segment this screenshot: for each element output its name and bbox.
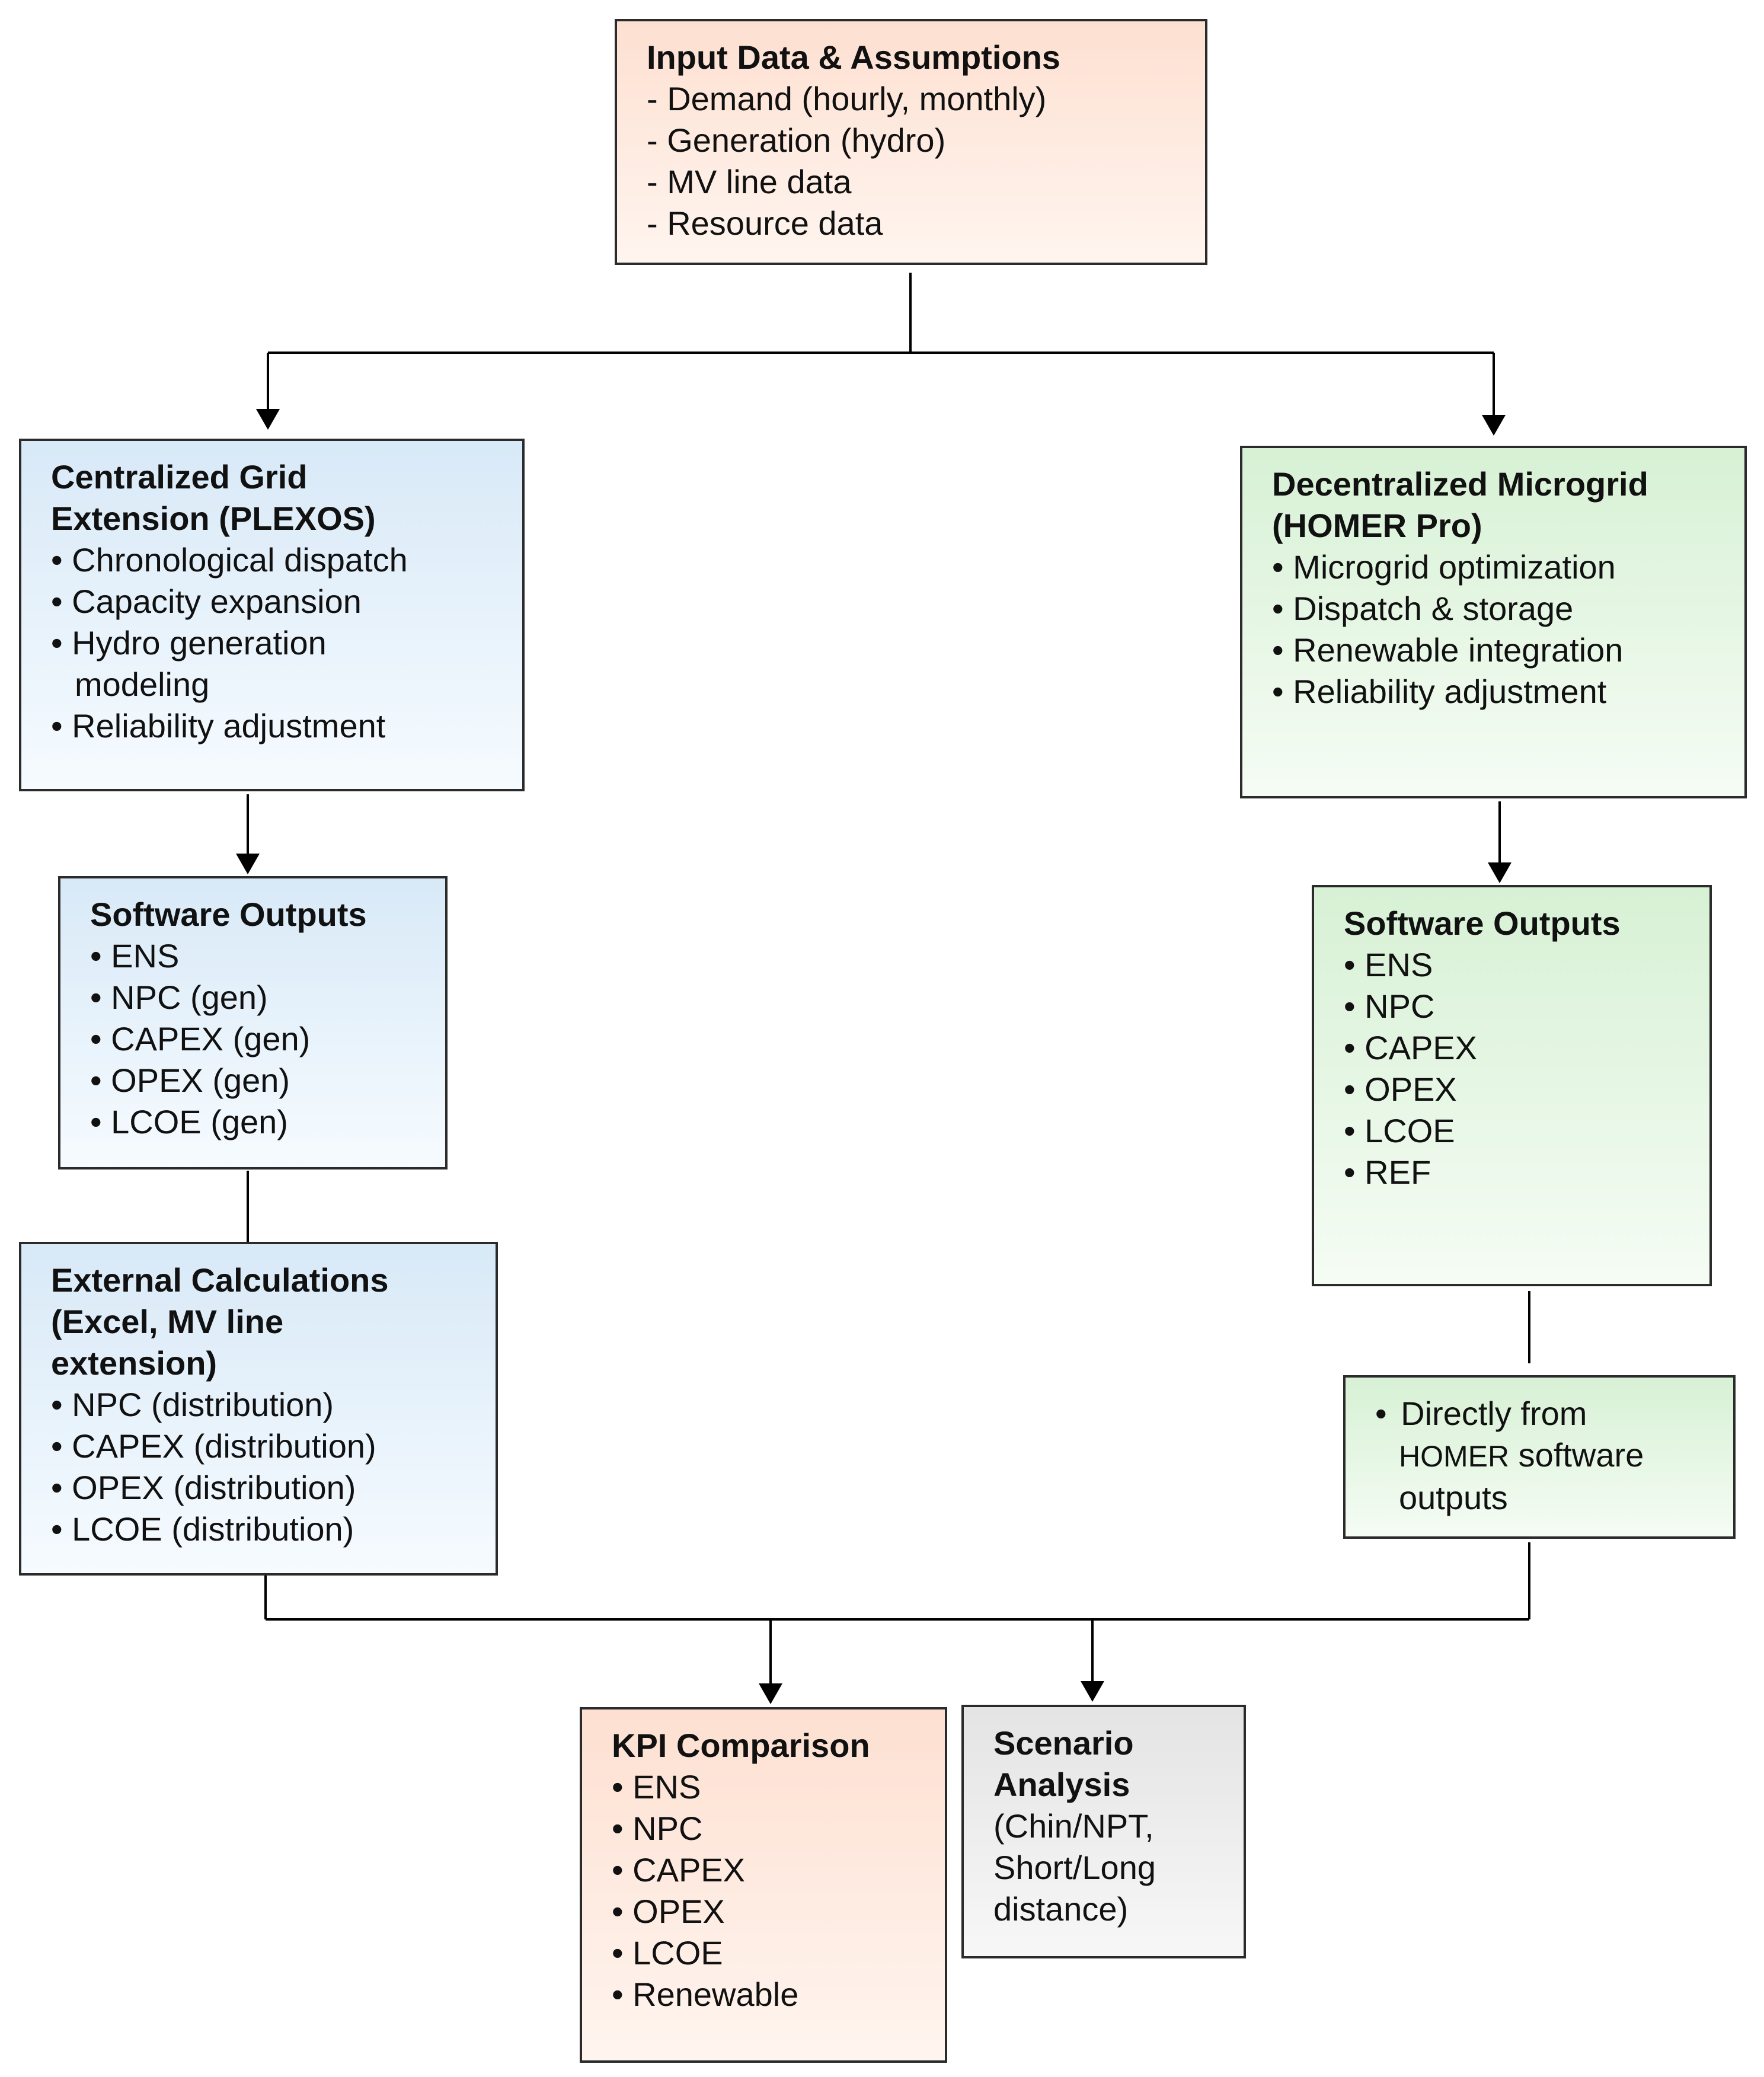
- list-item: - MV line data: [647, 163, 852, 200]
- external-title-line1: External Calculations: [51, 1261, 389, 1299]
- centralized-grid-box: Centralized Grid Extension (PLEXOS) • Ch…: [19, 439, 525, 791]
- scenario-line: distance): [993, 1890, 1129, 1928]
- list-item: • NPC (gen): [90, 979, 268, 1016]
- scenario-analysis-box: Scenario Analysis (Chin/NPT, Short/Long …: [961, 1705, 1246, 1958]
- list-item: - Demand (hourly, monthly): [647, 80, 1047, 117]
- software-outputs-left-list: • ENS • NPC (gen) • CAPEX (gen) • OPEX (…: [90, 935, 421, 1143]
- arrowhead-scenario: [1081, 1681, 1104, 1702]
- homer-direct-box: • Directly from HOMER software outputs: [1343, 1375, 1736, 1539]
- centralized-title-line2: Extension (PLEXOS): [51, 500, 376, 537]
- centralized-title-line1: Centralized Grid: [51, 458, 308, 496]
- homer-direct-line2: software: [1509, 1436, 1644, 1474]
- decentralized-list: • Microgrid optimization • Dispatch & st…: [1272, 547, 1721, 712]
- list-item: • ENS: [612, 1768, 701, 1806]
- list-item: • Renewable: [612, 1976, 799, 2013]
- list-item: • LCOE (distribution): [51, 1510, 354, 1548]
- scenario-line: (Chin/NPT,: [993, 1807, 1154, 1845]
- arrowhead-left-outputs: [236, 854, 260, 874]
- list-item: • REF: [1344, 1153, 1431, 1191]
- list-item: • Chronological dispatch: [51, 541, 408, 579]
- homer-direct-line3: outputs: [1399, 1479, 1508, 1516]
- list-item: • Renewable integration: [1272, 631, 1624, 669]
- list-item: • CAPEX: [1344, 1029, 1478, 1066]
- list-item: • CAPEX (gen): [90, 1020, 311, 1057]
- list-item: • CAPEX: [612, 1851, 746, 1889]
- list-item: • Dispatch & storage: [1272, 590, 1574, 627]
- software-outputs-left-title: Software Outputs: [90, 896, 367, 933]
- homer-direct-caps: HOMER: [1399, 1440, 1510, 1473]
- list-item: • Hydro generation modeling: [51, 624, 327, 703]
- list-item: • OPEX (gen): [90, 1062, 290, 1099]
- kpi-comparison-box: KPI Comparison • ENS • NPC • CAPEX • OPE…: [580, 1707, 947, 2063]
- list-item: • Capacity expansion: [51, 583, 362, 620]
- list-item: • Reliability adjustment: [1272, 673, 1607, 710]
- scenario-title-line2: Analysis: [993, 1766, 1130, 1803]
- list-item: • LCOE (gen): [90, 1103, 288, 1140]
- external-title-line2: (Excel, MV line: [51, 1303, 284, 1340]
- external-list: • NPC (distribution) • CAPEX (distributi…: [51, 1384, 472, 1550]
- scenario-title-line1: Scenario: [993, 1724, 1134, 1762]
- list-item: • NPC (distribution): [51, 1386, 334, 1423]
- input-data-title: Input Data & Assumptions: [647, 39, 1060, 76]
- decentralized-title-line1: Decentralized Microgrid: [1272, 465, 1648, 503]
- arrowhead-right-outputs: [1488, 862, 1511, 883]
- list-item: • ENS: [90, 937, 180, 974]
- list-item: - Generation (hydro): [647, 122, 946, 159]
- bullet: •: [1375, 1395, 1387, 1432]
- kpi-list: • ENS • NPC • CAPEX • OPEX • LCOE • Rene…: [612, 1766, 921, 2015]
- list-item: • ENS: [1344, 946, 1433, 983]
- list-item: • Microgrid optimization: [1272, 548, 1616, 586]
- software-outputs-right-title: Software Outputs: [1344, 905, 1621, 942]
- arrowhead-kpi: [759, 1683, 782, 1704]
- list-item: • CAPEX (distribution): [51, 1427, 376, 1465]
- list-item: • OPEX: [612, 1893, 725, 1930]
- scenario-line: Short/Long: [993, 1849, 1156, 1886]
- decentralized-title-line2: (HOMER Pro): [1272, 507, 1482, 544]
- homer-direct-text: • Directly from HOMER software outputs: [1375, 1393, 1709, 1519]
- input-data-box: Input Data & Assumptions - Demand (hourl…: [615, 19, 1207, 265]
- decentralized-microgrid-box: Decentralized Microgrid (HOMER Pro) • Mi…: [1240, 446, 1747, 798]
- list-item: • OPEX: [1344, 1071, 1457, 1108]
- list-item: • NPC: [1344, 988, 1435, 1025]
- list-item: • NPC: [612, 1810, 703, 1847]
- list-item: • LCOE: [1344, 1112, 1455, 1149]
- external-calculations-box: External Calculations (Excel, MV line ex…: [19, 1242, 498, 1576]
- arrowhead-centralized: [256, 409, 280, 430]
- centralized-list: • Chronological dispatch • Capacity expa…: [51, 539, 498, 747]
- kpi-title: KPI Comparison: [612, 1727, 870, 1764]
- list-item: • LCOE: [612, 1934, 723, 1971]
- list-item: - Resource data: [647, 204, 883, 242]
- list-item: • Reliability adjustment: [51, 707, 386, 744]
- input-data-list: - Demand (hourly, monthly) - Generation …: [647, 78, 1181, 244]
- list-item: • OPEX (distribution): [51, 1469, 356, 1506]
- software-outputs-right-list: • ENS • NPC • CAPEX • OPEX • LCOE • REF: [1344, 944, 1686, 1193]
- arrowhead-decentralized: [1482, 415, 1506, 436]
- software-outputs-left-box: Software Outputs • ENS • NPC (gen) • CAP…: [58, 876, 448, 1169]
- external-title-line3: extension): [51, 1344, 218, 1382]
- software-outputs-right-box: Software Outputs • ENS • NPC • CAPEX • O…: [1312, 885, 1712, 1286]
- homer-direct-line1: Directly from: [1401, 1395, 1587, 1432]
